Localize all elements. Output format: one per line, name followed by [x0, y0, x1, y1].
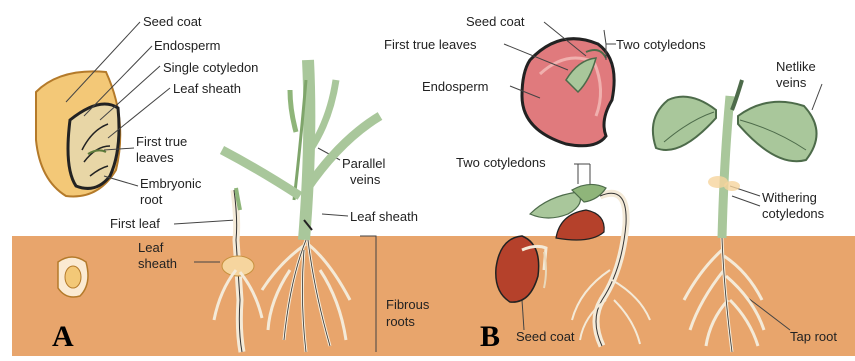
- label-single-cotyledon: Single cotyledon: [163, 60, 258, 75]
- label-first-true-leaves-line2: leaves: [136, 150, 174, 165]
- label-leaf-sheath-top: Leaf sheath: [173, 81, 241, 96]
- label-fibrous-roots-line2: roots: [386, 314, 415, 329]
- label-first-true-leaves-line1: First true: [136, 134, 187, 149]
- label-leaf-sheath-mid: Leaf sheath: [350, 209, 418, 224]
- label-parallel-veins-line1: Parallel: [342, 156, 385, 171]
- label-netlike-veins-line1: Netlike: [776, 59, 816, 74]
- label-tap-root: Tap root: [790, 329, 837, 344]
- bean-seed: [522, 39, 614, 146]
- label-parallel-veins-line2: veins: [350, 172, 380, 187]
- label-netlike-veins-line2: veins: [776, 75, 806, 90]
- label-withering-cotyledons-line2: cotyledons: [762, 206, 824, 221]
- corn-seed: [36, 71, 120, 196]
- label-endosperm-a: Endosperm: [154, 38, 220, 53]
- label-two-cotyledons-mid: Two cotyledons: [456, 155, 546, 170]
- panel-letter-a: A: [52, 322, 74, 352]
- label-seed-coat-b-bottom: Seed coat: [516, 329, 575, 344]
- label-two-cotyledons-top: Two cotyledons: [616, 37, 706, 52]
- label-leaf-sheath-low-line2: sheath: [138, 256, 177, 271]
- label-first-leaf: First leaf: [110, 216, 160, 231]
- label-embryonic-root-line2: root: [140, 192, 162, 207]
- label-withering-cotyledons-line1: Withering: [762, 190, 817, 205]
- label-endosperm-b: Endosperm: [422, 79, 488, 94]
- label-first-true-leaves-b: First true leaves: [384, 37, 476, 52]
- label-fibrous-roots-line1: Fibrous: [386, 297, 429, 312]
- label-seed-coat-b-top: Seed coat: [466, 14, 525, 29]
- label-embryonic-root-line1: Embryonic: [140, 176, 201, 191]
- label-leaf-sheath-low-line1: Leaf: [138, 240, 163, 255]
- corn-seed-small: [58, 257, 88, 297]
- panel-letter-b: B: [480, 322, 500, 352]
- label-seed-coat-a: Seed coat: [143, 14, 202, 29]
